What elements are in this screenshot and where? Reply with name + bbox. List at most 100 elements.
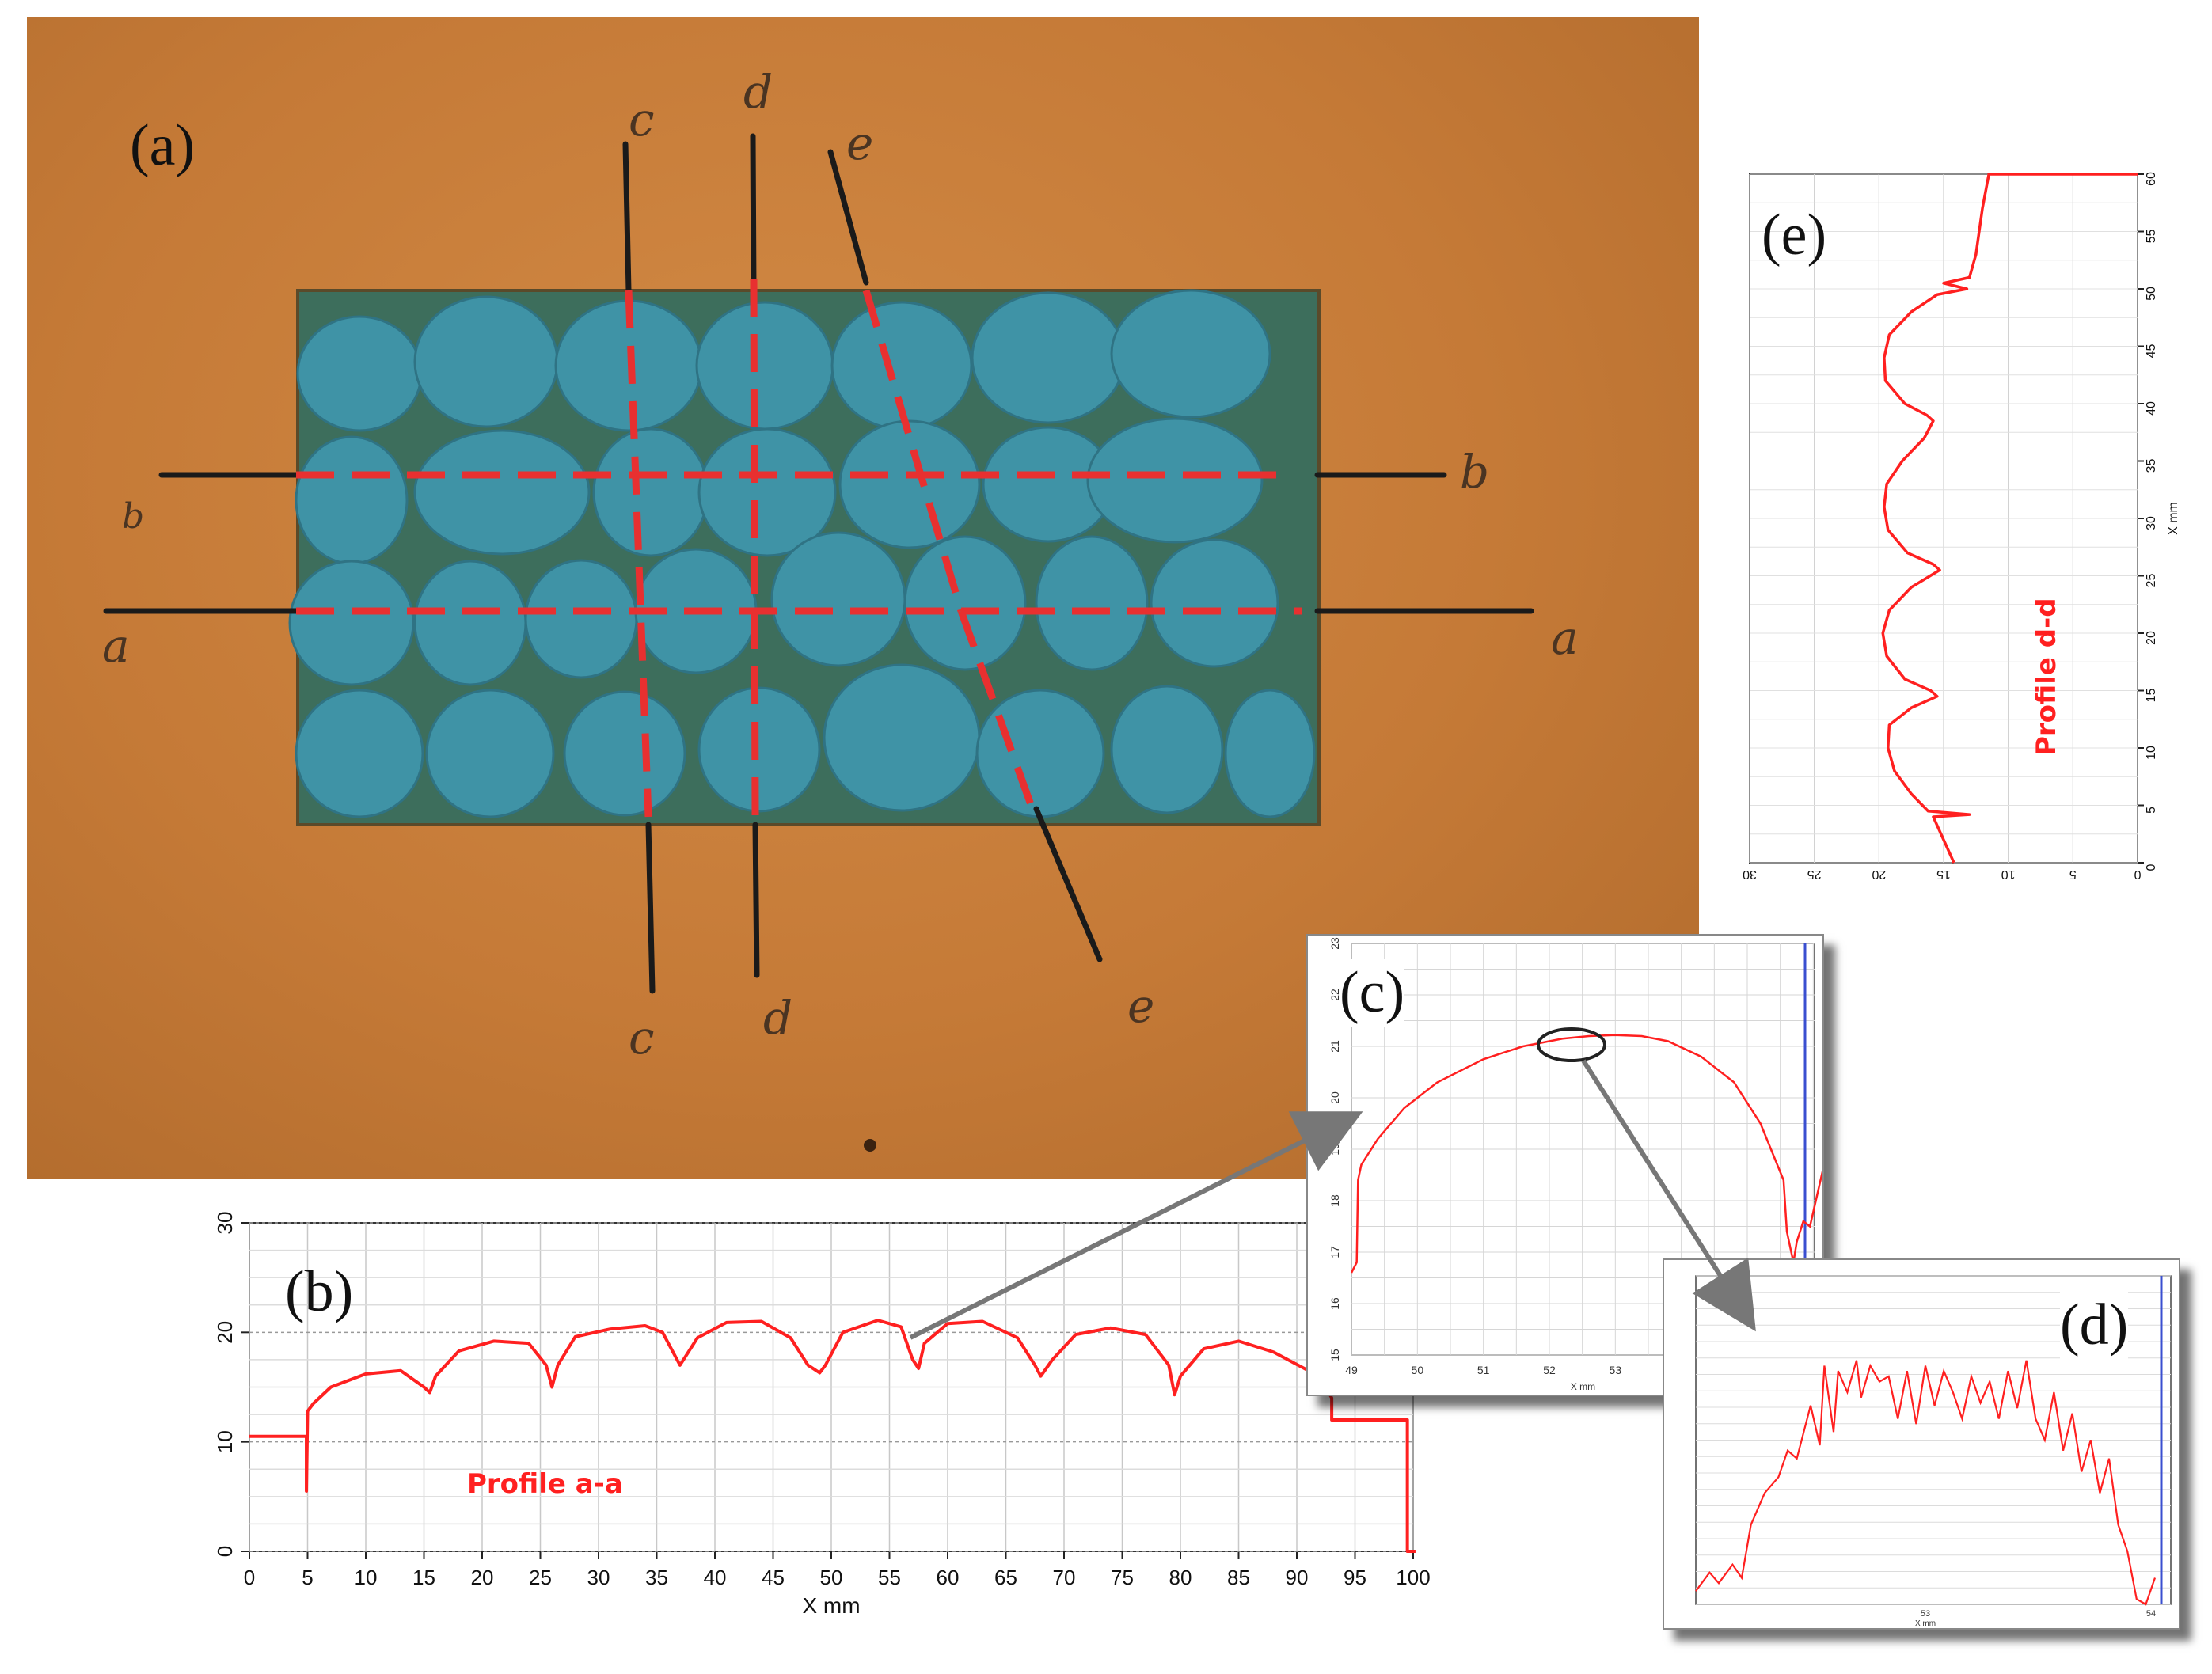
position-tick-label: 30 [2145, 516, 2158, 530]
position-tick-label: 60 [2145, 172, 2158, 186]
section-letter-a-left: a [102, 619, 130, 673]
x-tick-label: 40 [704, 1566, 727, 1589]
x-tick-label: 20 [471, 1566, 494, 1589]
height-tick-label: 0 [2134, 867, 2141, 881]
panel-label-c: (c) [1340, 959, 1405, 1027]
x-tick-label: 10 [355, 1566, 378, 1589]
section-letter-e-top: e [846, 116, 874, 170]
stone [838, 419, 981, 549]
panel-label-e: (e) [1762, 203, 1827, 268]
x-axis-label: X mm [1571, 1381, 1595, 1392]
stone [697, 686, 821, 813]
stone [1150, 538, 1279, 668]
profile-a-a-plot: 0 5 10 15 20 25 30 35 40 45 50 55 60 65 70 75 80 85 90 95 10… [213, 1212, 1431, 1618]
stone [1035, 535, 1149, 671]
detail-profile-line [1695, 1360, 2157, 1606]
stone [288, 560, 415, 686]
section-letter-a-right: a [1551, 611, 1579, 665]
x-tick-label: 51 [1477, 1364, 1490, 1376]
panel-label-a: (a) [130, 113, 196, 178]
y-tick-label: 16 [1328, 1297, 1341, 1310]
x-tick-label: 35 [645, 1566, 668, 1589]
x-tick-label: 95 [1344, 1566, 1366, 1589]
stone-grid [288, 289, 1316, 818]
position-tick-label: 20 [2145, 631, 2158, 645]
x-axis-label: X mm [802, 1593, 860, 1618]
stone [425, 689, 555, 818]
panel-label-d: (d) [2060, 1292, 2129, 1359]
height-tick-label: 5 [2069, 867, 2077, 881]
x-tick-label: 80 [1169, 1566, 1192, 1589]
x-tick-label: 5 [302, 1566, 313, 1589]
dust-spot [864, 1139, 876, 1152]
x-tick-label: 52 [1543, 1364, 1556, 1376]
height-tick-label: 15 [1936, 867, 1951, 881]
section-letter-e-bottom: e [1127, 979, 1155, 1033]
y-tick-label: 22 [1328, 989, 1341, 1001]
position-tick-label: 25 [2145, 574, 2158, 588]
position-tick-label: 50 [2145, 287, 2158, 301]
y-tick-label: 20 [1328, 1091, 1341, 1104]
y-tick-label: 17 [1328, 1246, 1341, 1258]
x-tick-label: 49 [1345, 1364, 1358, 1376]
y-tick-label: 23 [1328, 937, 1341, 950]
arrow-c-to-d [1581, 1059, 1756, 1332]
x-tick-label: 55 [878, 1566, 901, 1589]
position-tick-label: 35 [2145, 459, 2158, 473]
profile-a-a-chart: 0 5 10 15 20 25 30 35 40 45 50 55 60 65 70 75 80 85 90 95 10… [202, 1195, 1445, 1666]
section-letter-d-top: d [743, 65, 773, 119]
position-tick-label: 10 [2145, 746, 2158, 760]
panel-label-b: (b) [285, 1259, 354, 1324]
stone [1110, 289, 1271, 419]
y-tick-label: 20 [213, 1321, 237, 1344]
x-tick-label: 70 [1053, 1566, 1076, 1589]
x-tick-label: 53 [1921, 1609, 1930, 1619]
stone [697, 427, 837, 557]
height-tick-label: 20 [1872, 867, 1886, 881]
specimen-photo-drawing [103, 133, 1534, 1152]
position-tick-label: 40 [2145, 401, 2158, 416]
height-tick-label: 25 [1807, 867, 1822, 881]
section-marker-lines [103, 133, 1534, 994]
section-cut-lines [296, 278, 1302, 818]
height-tick-label: 30 [1743, 867, 1757, 881]
x-tick-label: 45 [762, 1566, 785, 1589]
x-tick-label: 0 [244, 1566, 255, 1589]
y-tick-label: 10 [213, 1430, 237, 1453]
position-tick-label: 0 [2145, 864, 2158, 871]
profile-a-a-title: Profile a-a [467, 1468, 623, 1500]
position-tick-label: 15 [2145, 689, 2158, 703]
x-tick-label: 100 [1396, 1566, 1430, 1589]
profile-d-d-line [1881, 173, 2138, 864]
x-tick-label: 30 [587, 1566, 610, 1589]
section-letter-c-bottom: c [629, 1011, 655, 1065]
position-tick-label: 45 [2145, 344, 2158, 359]
x-tick-label: 75 [1111, 1566, 1134, 1589]
x-tick-label: 60 [937, 1566, 960, 1589]
zoom-profile-plot: 4950515253545151617181920212223X mm [1328, 937, 1828, 1392]
stone [295, 689, 424, 818]
stone [903, 535, 1027, 671]
arrow-b-to-c [909, 1111, 1363, 1340]
y-tick-label: 15 [1328, 1349, 1341, 1361]
stone [1110, 685, 1224, 814]
x-tick-label: 53 [1610, 1364, 1622, 1376]
y-tick-label: 18 [1328, 1194, 1341, 1207]
x-tick-label: 90 [1286, 1566, 1309, 1589]
zoom-region-marker [1537, 1027, 1606, 1062]
specimen-photo: (a) a a b b c c d d e e [27, 17, 1699, 1179]
x-tick-label: 65 [994, 1566, 1017, 1589]
section-letter-c-top: c [629, 93, 655, 146]
x-tick-label: 25 [529, 1566, 552, 1589]
position-tick-label: 5 [2145, 807, 2158, 814]
zoom-profile-chart: 4950515253545151617181920212223X mm (c) [1306, 934, 1828, 1396]
x-tick-label: 54 [2146, 1609, 2156, 1619]
x-tick-label: 50 [820, 1566, 843, 1589]
section-letter-b-right: b [1460, 445, 1490, 499]
x-tick-label: 50 [1412, 1364, 1424, 1376]
x-tick-label: 85 [1227, 1566, 1250, 1589]
section-letter-d-bottom: d [763, 991, 793, 1045]
